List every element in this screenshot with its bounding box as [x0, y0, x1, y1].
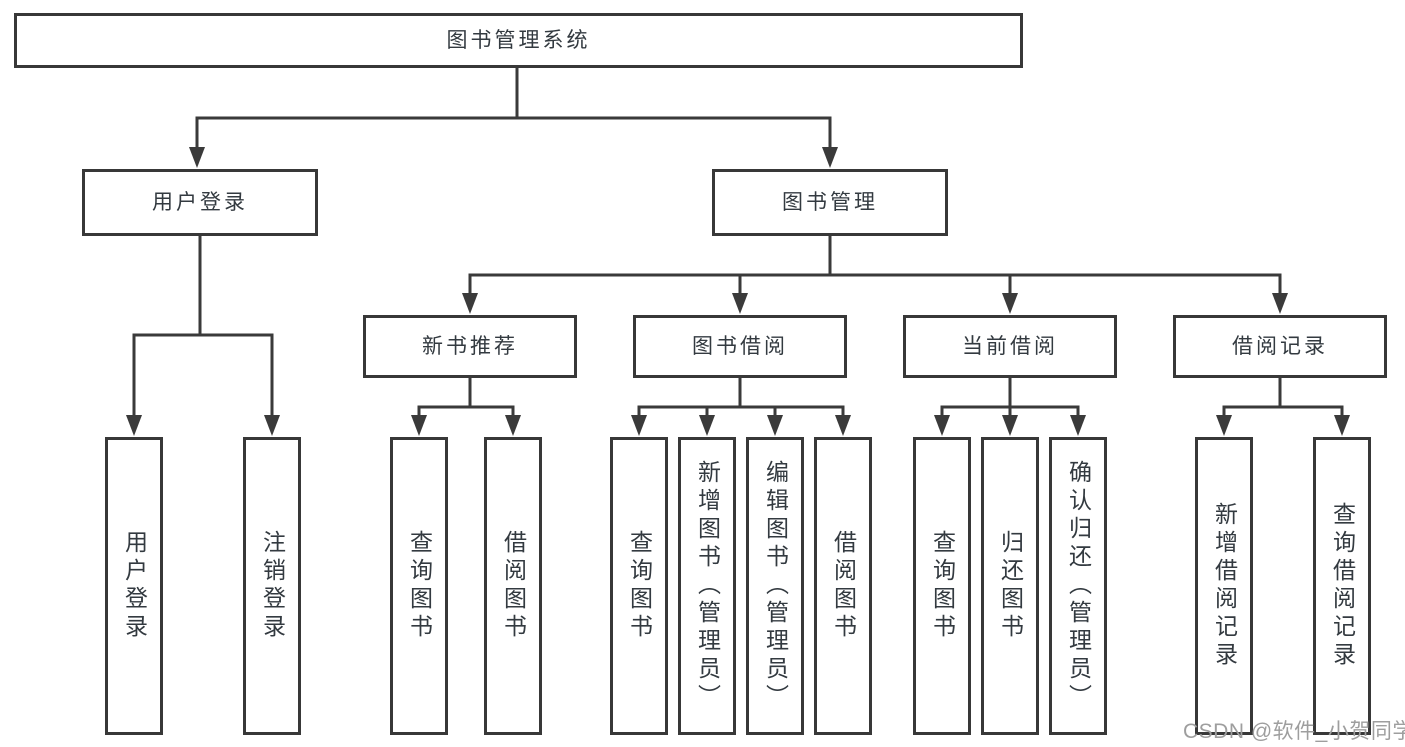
arrowhead	[505, 415, 521, 436]
leaf-query-books-recommend: 查询图书	[390, 437, 448, 735]
leaf-borrow-books: 借阅图书	[814, 437, 872, 735]
node-library-management-system: 图书管理系统	[14, 13, 1023, 68]
leaf-return-books: 归还图书	[981, 437, 1039, 735]
leaf-label: 归还图书	[997, 530, 1024, 642]
leaf-label: 用户登录	[121, 530, 148, 642]
leaf-label: 确认归还（管理员）	[1065, 460, 1092, 712]
arrowhead	[462, 293, 478, 314]
node-label: 图书借阅	[692, 334, 788, 358]
leaf-add-borrow-record: 新增借阅记录	[1195, 437, 1253, 735]
node-borrowing-records: 借阅记录	[1173, 315, 1387, 378]
arrowhead	[631, 415, 647, 436]
leaf-confirm-return-admin: 确认归还（管理员）	[1049, 437, 1107, 735]
node-label: 图书管理系统	[446, 28, 591, 52]
leaf-label: 新增借阅记录	[1211, 502, 1238, 670]
arrowhead	[1002, 293, 1018, 314]
node-label: 新书推荐	[422, 334, 518, 358]
arrowhead	[822, 147, 838, 168]
arrowhead	[1002, 415, 1018, 436]
arrowhead	[189, 147, 205, 168]
node-label: 借阅记录	[1232, 334, 1328, 358]
node-book-borrowing: 图书借阅	[633, 315, 847, 378]
arrowhead	[732, 293, 748, 314]
arrowhead	[411, 415, 427, 436]
node-label: 当前借阅	[962, 334, 1058, 358]
leaf-query-books-current: 查询图书	[913, 437, 971, 735]
leaf-label: 查询图书	[929, 530, 956, 642]
arrowhead	[934, 415, 950, 436]
leaf-query-books-borrowing: 查询图书	[610, 437, 668, 735]
leaf-label: 注销登录	[259, 530, 286, 642]
node-new-book-recommendation: 新书推荐	[363, 315, 577, 378]
arrowhead	[699, 415, 715, 436]
leaf-query-borrow-record: 查询借阅记录	[1313, 437, 1371, 735]
arrowhead	[264, 415, 280, 436]
leaf-label: 借阅图书	[830, 530, 857, 642]
leaf-add-books-admin: 新增图书（管理员）	[678, 437, 736, 735]
leaf-edit-books-admin: 编辑图书（管理员）	[746, 437, 804, 735]
arrowhead	[1070, 415, 1086, 436]
watermark: CSDN @软件_小贺同学	[1183, 720, 1405, 743]
leaf-label: 新增图书（管理员）	[694, 460, 721, 712]
leaf-label: 查询借阅记录	[1329, 502, 1356, 670]
arrowhead	[835, 415, 851, 436]
arrowhead	[1216, 415, 1232, 436]
leaf-user-login: 用户登录	[105, 437, 163, 735]
arrowhead	[767, 415, 783, 436]
leaf-logout: 注销登录	[243, 437, 301, 735]
node-label: 图书管理	[782, 190, 878, 214]
node-label: 用户登录	[152, 190, 248, 214]
leaf-borrow-books-recommend: 借阅图书	[484, 437, 542, 735]
node-current-borrowing: 当前借阅	[903, 315, 1117, 378]
node-user-login: 用户登录	[82, 169, 318, 236]
leaf-label: 查询图书	[406, 530, 433, 642]
node-book-management: 图书管理	[712, 169, 948, 236]
arrowhead	[1334, 415, 1350, 436]
leaf-label: 借阅图书	[500, 530, 527, 642]
leaf-label: 编辑图书（管理员）	[762, 460, 789, 712]
leaf-label: 查询图书	[626, 530, 653, 642]
arrowhead	[126, 415, 142, 436]
arrowhead	[1272, 293, 1288, 314]
